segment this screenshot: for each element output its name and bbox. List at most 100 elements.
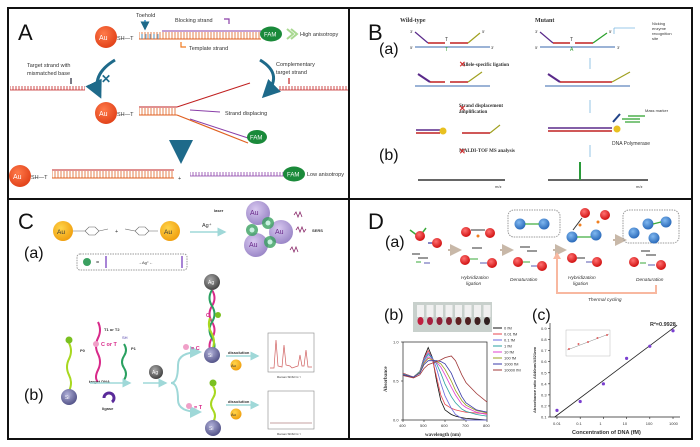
y-axis-label: Absorbance ratio A640nm/A521nm (532, 346, 537, 413)
template-strand-marker (180, 42, 186, 48)
ligase-icon (102, 391, 116, 404)
dissolution-label-top: dissolution (228, 350, 250, 355)
tube (474, 305, 481, 317)
svg-text:+: + (115, 229, 118, 235)
tube (483, 305, 491, 317)
template-strand-label: Template strand (189, 46, 228, 52)
svg-text:Raman Shift/cm⁻¹: Raman Shift/cm⁻¹ (277, 375, 301, 379)
svg-text:m/z: m/z (495, 184, 501, 189)
x-axis-label: wavelength (nm) (425, 433, 461, 438)
svg-text:Au: Au (250, 210, 259, 217)
series-line (402, 353, 488, 417)
tube-sample (455, 317, 462, 325)
tube (445, 305, 453, 317)
x-tick-label: 0.1 (576, 421, 582, 426)
y-axis-label: Absorbance (384, 366, 389, 392)
panel-a-letter: A (18, 20, 33, 45)
fit-line (554, 324, 678, 418)
x-axis-label: Concentration of DNA (fM) (572, 430, 641, 436)
svg-text:Si: Si (208, 353, 212, 359)
svg-text:Denaturation: Denaturation (510, 277, 538, 283)
legend-label: 0.01 fM (504, 332, 517, 337)
sers-signal-icon (295, 225, 307, 234)
svg-text:Ag: Ag (208, 280, 214, 286)
legend-label: 10000 fM (504, 368, 521, 373)
step-allele-specific-ligation: Allele-specific ligation (462, 63, 509, 68)
svg-text:FAM: FAM (287, 173, 299, 179)
svg-text:ligation: ligation (466, 281, 482, 287)
svg-text:SH—T: SH—T (117, 112, 134, 118)
panel-b: B (a) (b) Wild-type Mutant T T 3' 5' 5' … (368, 18, 672, 189)
au-reporter-top (230, 359, 242, 371)
si-particle-bottom: Si (205, 420, 221, 436)
svg-text:Nicking: Nicking (652, 21, 665, 26)
x-tick-label: 800 (483, 423, 490, 428)
tube-sample (484, 317, 490, 325)
svg-text:(b): (b) (379, 147, 399, 164)
svg-text:+: + (178, 176, 181, 182)
svg-text:(a): (a) (385, 234, 405, 251)
panel-a: A Au SH—T Toehold Blocking strand Templa… (9, 13, 348, 187)
linker-molecule-right (124, 226, 158, 236)
y-tick-label: 1.0 (393, 340, 399, 345)
svg-text:SH: SH (122, 335, 128, 340)
panel-b-letter: B (368, 20, 383, 45)
mutant-template: T A 3' 5' 5' 3' (535, 29, 620, 53)
mutant-label: Mutant (535, 18, 554, 24)
series-line (402, 360, 488, 413)
inset-point (568, 348, 570, 350)
fam-dye-bottom: FAM (283, 166, 305, 182)
wild-type-label: Wild-type (400, 18, 426, 24)
nanoparticle-assembly-scheme: Hybridization ligation Denaturation Hybr… (409, 208, 680, 303)
complementary-target-strand (279, 86, 348, 90)
x-tick-label: 10 (623, 421, 628, 426)
blocked-reaction-arrow (85, 58, 116, 99)
svg-text:Hybridization: Hybridization (568, 275, 596, 281)
svg-text:✕: ✕ (459, 147, 466, 156)
svg-text:Raman Shift/cm⁻¹: Raman Shift/cm⁻¹ (277, 432, 301, 436)
panel-d: D (a) (b) (c) Hybridization ligation (368, 208, 680, 438)
x-tick-label: 400 (399, 423, 406, 428)
fluorescence-icon (286, 28, 299, 40)
blocked-x-icons: ✕ ✕ ✕ (459, 60, 466, 156)
x-tick-label: 100 (646, 421, 653, 426)
sers-label: SERS (312, 228, 323, 233)
branch-arrow-t (170, 382, 202, 418)
svg-text:= T: = T (194, 405, 203, 411)
y-tick-label: 0.8 (541, 337, 547, 342)
sers-aggregate: Au Au Au (244, 201, 293, 257)
figure-frame (7, 7, 693, 440)
svg-text:Thermal cycling: Thermal cycling (588, 297, 622, 303)
linker-molecule-left (73, 226, 109, 236)
panel-c-letter: C (18, 209, 34, 234)
y-tick-label: 0.4 (541, 381, 547, 386)
toehold-bases (141, 34, 159, 39)
template-duplex (139, 32, 261, 39)
svg-text:C or T: C or T (101, 342, 118, 348)
x-tick-label: 1 (599, 421, 602, 426)
displacement-reaction-arrow (259, 58, 281, 99)
svg-text:(c): (c) (532, 307, 551, 324)
svg-text:Au: Au (99, 35, 108, 42)
legend-label: 1 fM (504, 344, 512, 349)
tube-sample (446, 317, 452, 325)
series-line (402, 355, 488, 403)
svg-text:Ag⁺: Ag⁺ (202, 222, 212, 229)
free-blocking-strand (190, 172, 284, 176)
laser-label: laser (214, 208, 224, 213)
legend-label: 10 fM (504, 350, 514, 355)
svg-text:5': 5' (535, 45, 538, 50)
svg-text:T: T (445, 47, 448, 53)
panel-divider-horizontal (7, 198, 693, 200)
legend-label: 0 fM (504, 326, 512, 331)
svg-text:(b): (b) (24, 387, 44, 404)
si-particle-top: Si (204, 347, 220, 363)
svg-text:✕: ✕ (459, 104, 466, 113)
legend-label: 0.1 fM (504, 338, 515, 343)
probe-p1-strand (121, 343, 127, 381)
svg-text:C: C (206, 313, 210, 319)
tube (464, 305, 472, 317)
au-reporter-bottom (230, 408, 242, 420)
svg-text:Si: Si (209, 426, 213, 432)
